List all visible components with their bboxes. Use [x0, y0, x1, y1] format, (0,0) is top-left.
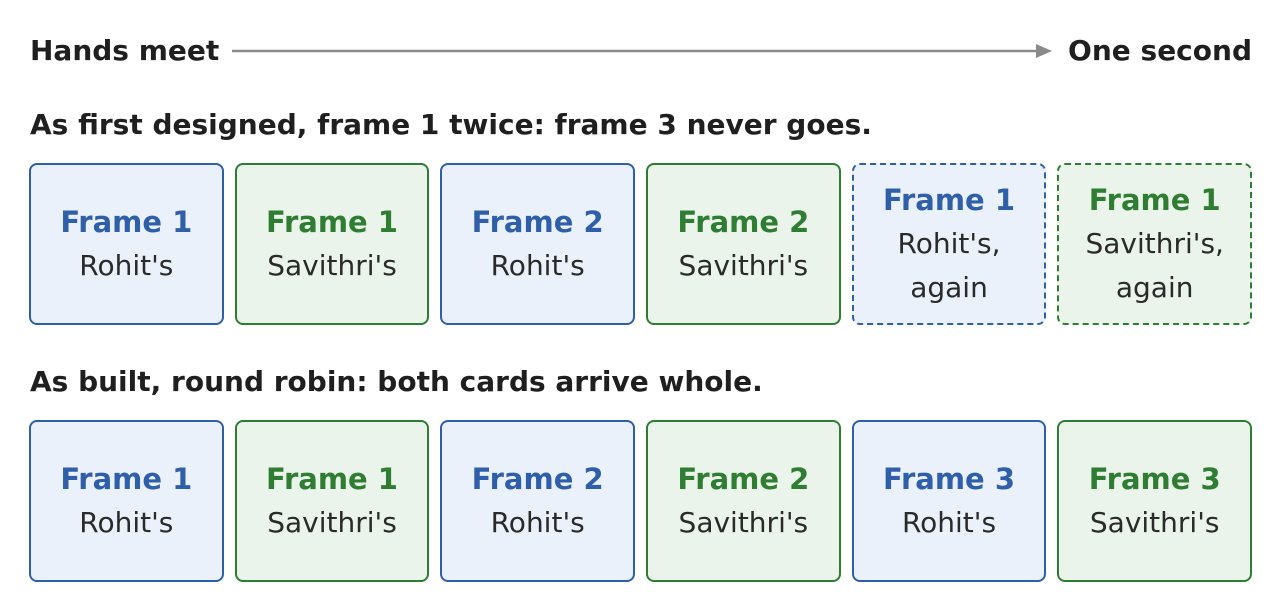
frame-card-label: Frame 3 [1088, 462, 1221, 496]
frame-card-savithri: Frame 2 Savithri's [646, 420, 841, 582]
frame-card-rohit: Frame 3 Rohit's [851, 420, 1047, 582]
frame-card-label: Frame 2 [677, 205, 810, 239]
section-title-first-design: As first designed, frame 1 twice: frame … [30, 108, 872, 141]
frame-card-label: Frame 1 [60, 205, 193, 239]
frame-card-label: Frame 1 [883, 183, 1016, 217]
frame-card-owner: Savithri's [267, 506, 397, 539]
frame-card-rohit: Frame 2 Rohit's [440, 420, 636, 582]
frame-card-label: Frame 1 [1088, 183, 1221, 217]
timeline-arrow-head [1036, 44, 1052, 58]
section-title-as-built: As built, round robin: both cards arrive… [30, 365, 763, 398]
frame-card-savithri: Frame 2 Savithri's [646, 163, 841, 325]
card-row-as-built: Frame 1 Rohit's Frame 1 Savithri's Frame 2 Ro… [29, 420, 1253, 582]
frame-card-owner: Savithri's [678, 506, 809, 539]
frame-card-owner: Savithri's, again [1085, 227, 1224, 304]
frame-card-savithri: Frame 1 Savithri's [234, 163, 430, 325]
frame-card-owner: Rohit's [79, 506, 174, 539]
timeline-start-label: Hands meet [30, 34, 220, 67]
frame-card-rohit: Frame 1 Rohit's [29, 420, 224, 582]
frame-card-owner: Rohit's [79, 249, 174, 282]
frame-card-owner: Savithri's [678, 249, 809, 282]
timeline: Hands meet One second [30, 28, 1252, 74]
frame-card-label: Frame 2 [677, 462, 810, 496]
frame-card-rohit: Frame 1 Rohit's, again [851, 163, 1047, 325]
frame-card-savithri: Frame 3 Savithri's [1057, 420, 1253, 582]
frame-card-owner: Rohit's [490, 506, 585, 539]
frame-card-label: Frame 3 [883, 462, 1016, 496]
frame-card-rohit: Frame 1 Rohit's [29, 163, 224, 325]
timeline-arrow [232, 44, 1052, 58]
frame-card-label: Frame 1 [60, 462, 193, 496]
frame-card-owner: Rohit's [901, 506, 997, 539]
frame-card-label: Frame 1 [266, 205, 398, 239]
frame-card-owner: Rohit's [490, 249, 585, 282]
frame-card-label: Frame 1 [266, 462, 398, 496]
frame-card-label: Frame 2 [471, 462, 604, 496]
card-row-first-design: Frame 1 Rohit's Frame 1 Savithri's Frame 2 Ro… [29, 163, 1253, 325]
frame-card-savithri: Frame 1 Savithri's, again [1057, 163, 1253, 325]
frame-card-owner: Rohit's, again [897, 227, 1001, 304]
frame-card-owner: Savithri's [1089, 506, 1220, 539]
frame-card-savithri: Frame 1 Savithri's [234, 420, 430, 582]
frame-card-label: Frame 2 [471, 205, 604, 239]
frame-card-owner: Savithri's [267, 249, 397, 282]
timeline-end-label: One second [1068, 34, 1252, 67]
frame-card-rohit: Frame 2 Rohit's [440, 163, 636, 325]
